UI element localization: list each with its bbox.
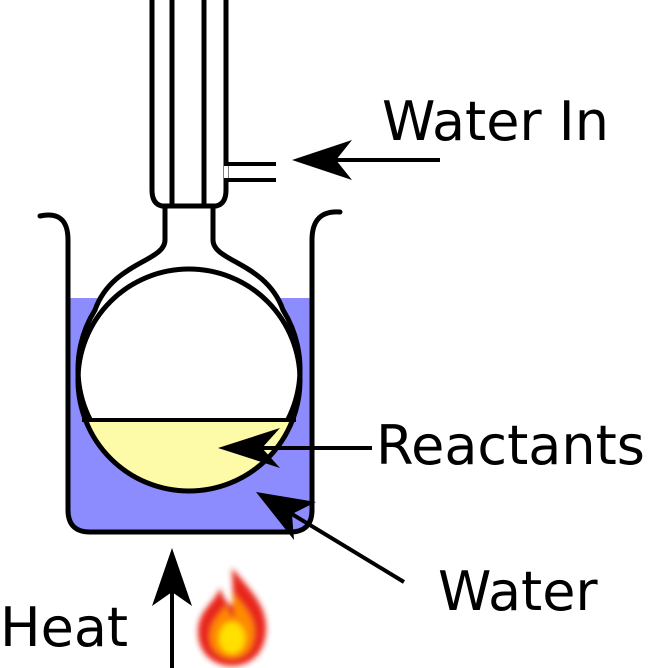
- beaker: [37, 209, 343, 535]
- reactants-arrow-head: [218, 428, 280, 468]
- water-arrow-head: [256, 492, 316, 540]
- reactants-label: Reactants: [376, 414, 645, 477]
- condenser-jacket: [149, 0, 229, 209]
- flask-bulb-outline: [75, 266, 303, 494]
- water-in-label: Water In: [382, 90, 609, 153]
- flame-icon: [198, 568, 267, 666]
- flask-neck: [162, 206, 216, 236]
- water-in-arrow-head: [292, 140, 352, 180]
- water-inlet-tube: [226, 162, 276, 182]
- heat-label: Heat: [0, 596, 128, 659]
- water-label: Water: [438, 560, 598, 623]
- water-arrow-shaft: [280, 506, 406, 584]
- condenser-inner-tube: [169, 0, 207, 206]
- heat-arrow-head: [152, 548, 192, 606]
